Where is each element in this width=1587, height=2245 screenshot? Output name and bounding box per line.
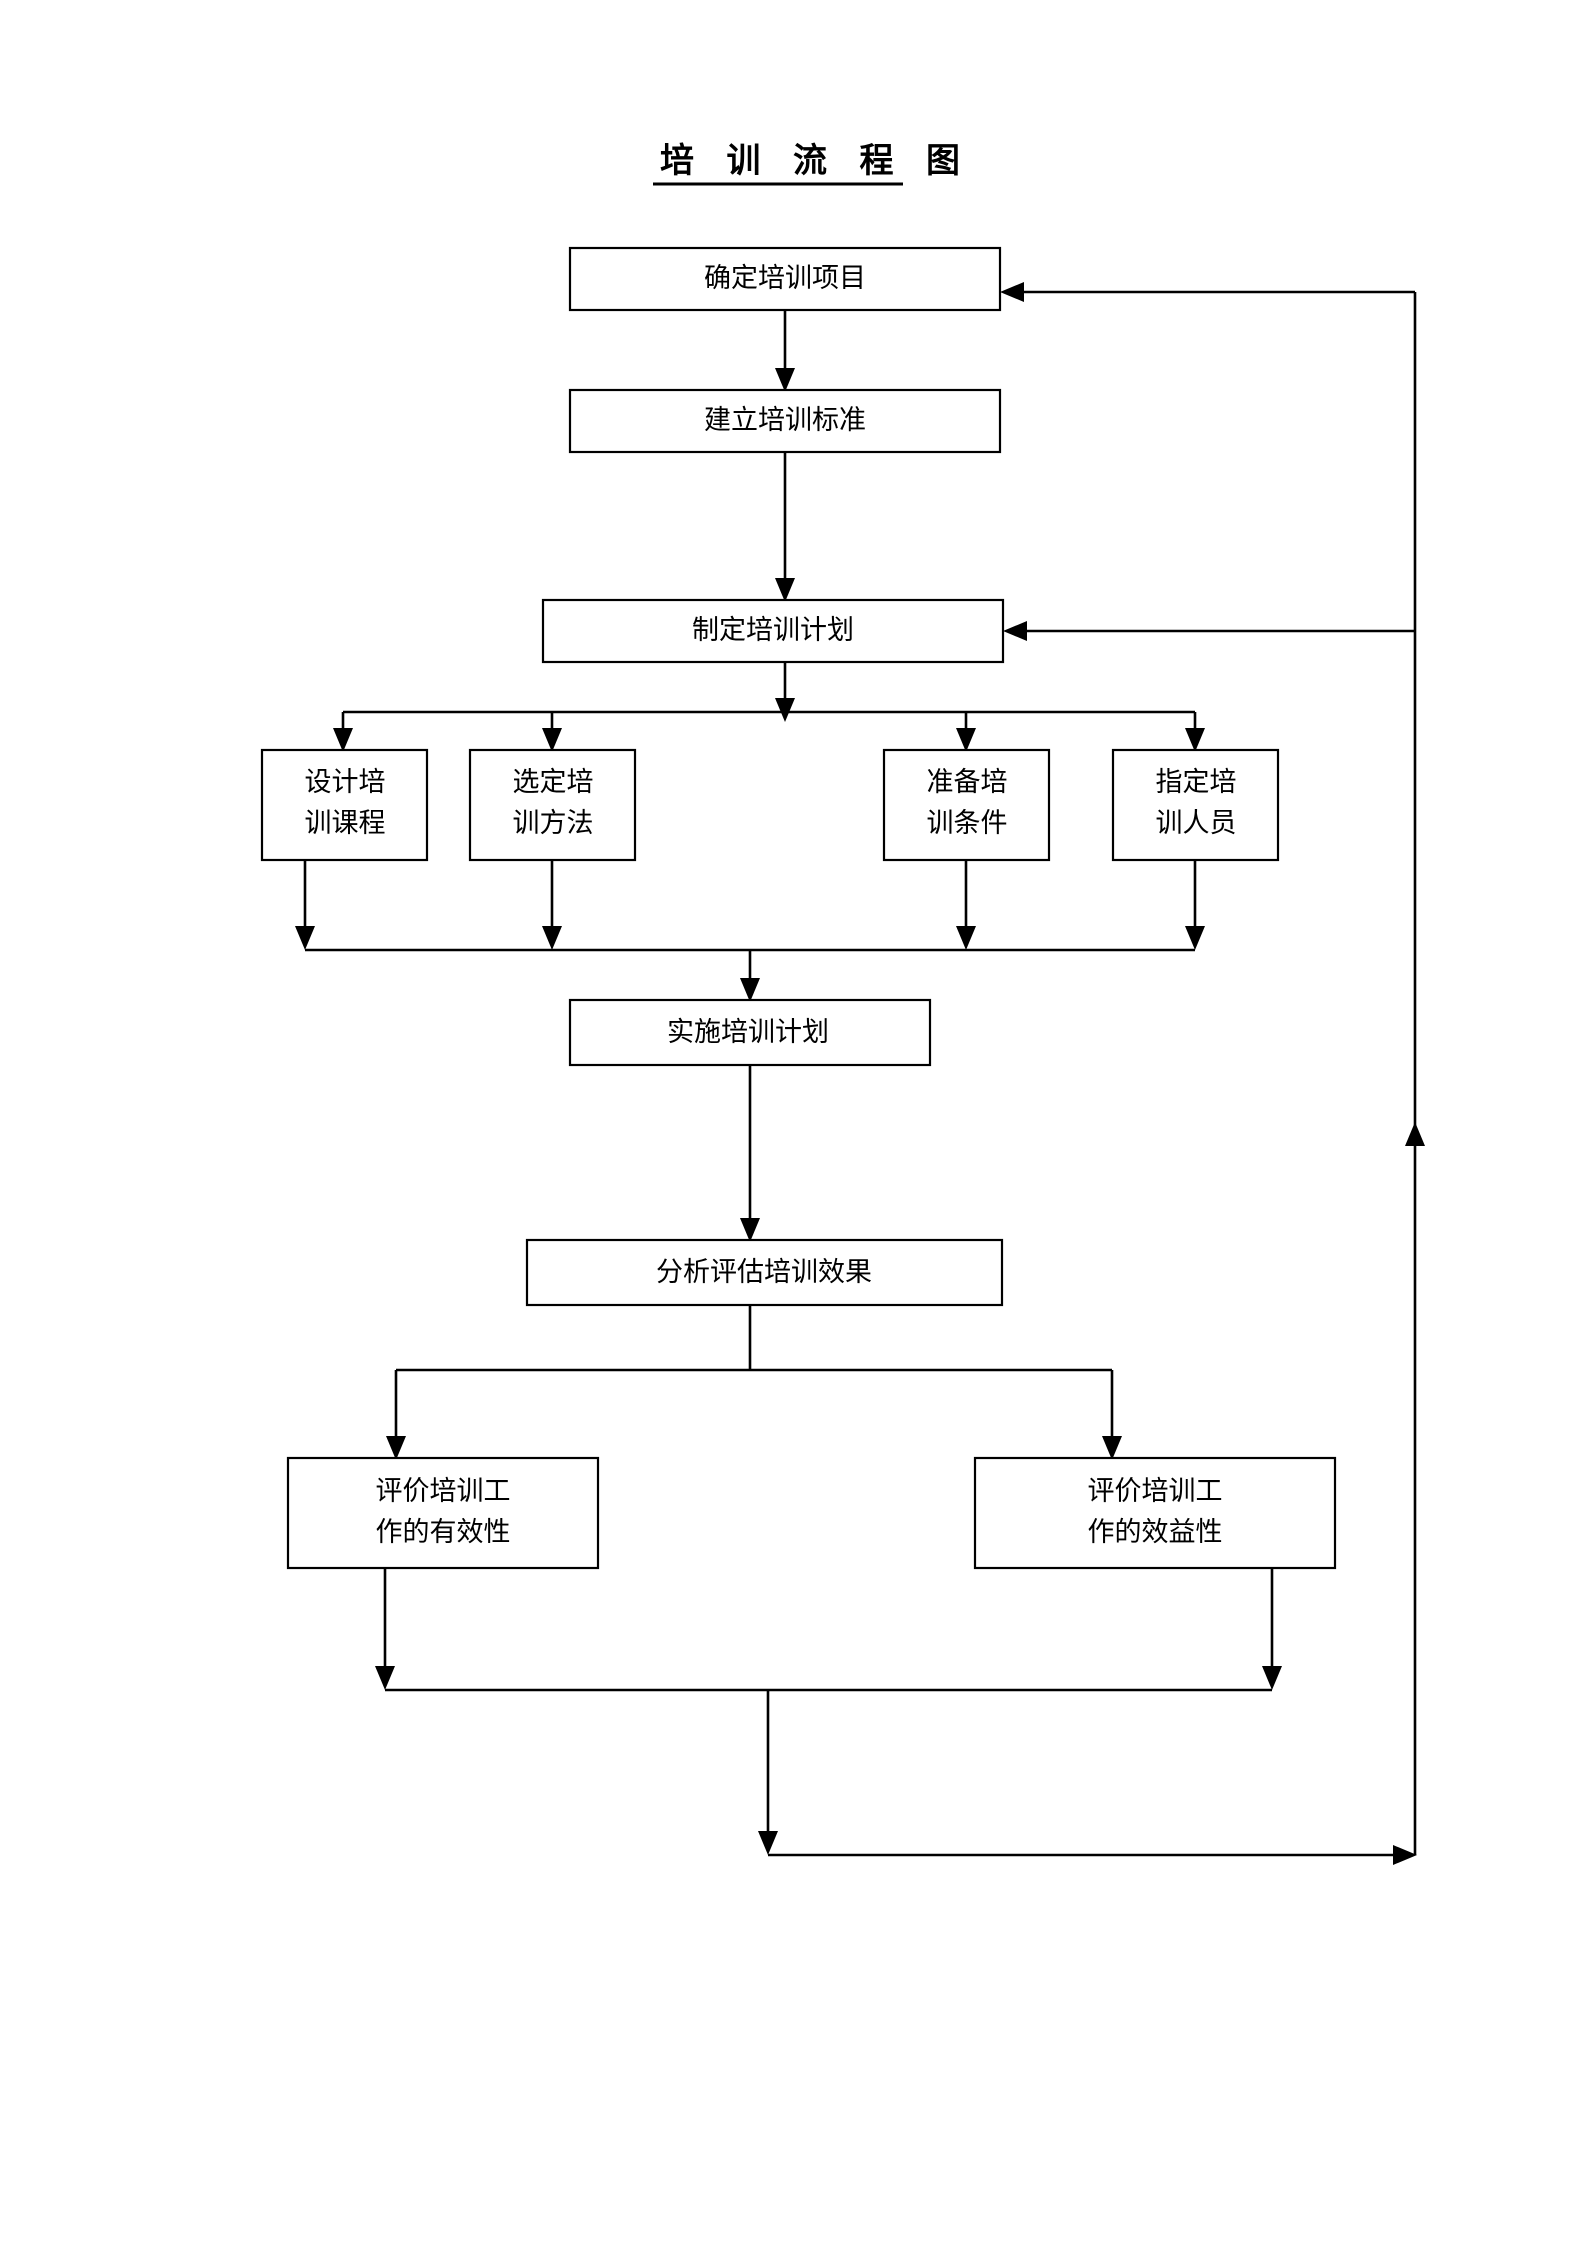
connector-layer <box>295 282 1425 1865</box>
edge-n4-down-arrow <box>295 926 315 950</box>
edge-bus-n6-arrow <box>956 728 976 752</box>
node-n8-box[interactable] <box>568 998 932 1067</box>
edge-n10-down-arrow <box>375 1666 395 1690</box>
node-n10-label-line2: 作的有效性 <box>376 1517 511 1547</box>
node-n1-box[interactable] <box>568 246 1002 312</box>
node-n10-box[interactable] <box>286 1456 600 1570</box>
node-n7-label-line1: 指定培 <box>1156 767 1237 797</box>
node-n8[interactable]: 实施培训计划 <box>568 998 932 1067</box>
bottom-return-arrow <box>1393 1845 1417 1865</box>
node-n5-label-line2: 训方法 <box>513 808 594 838</box>
node-n3-box[interactable] <box>541 598 1005 664</box>
edge-bus-n7-arrow <box>1185 728 1205 752</box>
edge-n3-bus-arrow <box>775 698 795 722</box>
feedback-to-n3-arrow <box>1003 621 1027 641</box>
edge-bus-n11-arrow <box>1102 1436 1122 1460</box>
node-n1-label: 确定培训项目 <box>704 263 866 293</box>
node-n8-label: 实施培训计划 <box>667 1017 829 1047</box>
edge-n11-down-arrow <box>1262 1666 1282 1690</box>
node-n2-label: 建立培训标准 <box>704 405 866 435</box>
node-n5[interactable]: 选定培 训方法 <box>468 748 637 862</box>
edge-n1-n2-arrow <box>775 368 795 392</box>
node-n11-box[interactable] <box>973 1456 1337 1570</box>
node-n6-label-line2: 训条件 <box>927 808 1008 838</box>
edge-bus-n5-arrow <box>542 728 562 752</box>
node-n11[interactable]: 评价培训工 作的效益性 <box>973 1456 1337 1570</box>
node-n5-label-line1: 选定培 <box>513 767 594 797</box>
node-n2-box[interactable] <box>568 388 1002 454</box>
node-n4-label-line2: 训课程 <box>305 808 386 838</box>
node-n6-box[interactable] <box>882 748 1051 862</box>
edge-n5-down-arrow <box>542 926 562 950</box>
feedback-bus-up-arrow <box>1405 1122 1425 1146</box>
edge-n2-n3-arrow <box>775 578 795 602</box>
edge-n8-n9-arrow <box>740 1218 760 1242</box>
node-n3-label: 制定培训计划 <box>692 615 854 645</box>
node-n7[interactable]: 指定培 训人员 <box>1111 748 1280 862</box>
node-n9[interactable]: 分析评估培训效果 <box>525 1238 1004 1307</box>
page-title-group: 培 训 流 程 图 <box>653 142 972 186</box>
node-n9-box[interactable] <box>525 1238 1004 1307</box>
node-n4-label-line1: 设计培 <box>305 767 386 797</box>
node-n7-box[interactable] <box>1111 748 1280 862</box>
edge-bus-n4-arrow <box>333 728 353 752</box>
node-n10[interactable]: 评价培训工 作的有效性 <box>286 1456 600 1570</box>
edge-n6-down-arrow <box>956 926 976 950</box>
node-n4[interactable]: 设计培 训课程 <box>260 748 429 862</box>
node-n6-label-line1: 准备培 <box>927 767 1008 797</box>
node-n2[interactable]: 建立培训标准 <box>568 388 1002 454</box>
feedback-to-n1-arrow <box>1000 282 1024 302</box>
node-n7-label-line2: 训人员 <box>1156 808 1237 838</box>
node-n4-box[interactable] <box>260 748 429 862</box>
page-title: 培 训 流 程 图 <box>660 142 972 180</box>
edge-n7-down-arrow <box>1185 926 1205 950</box>
edge-bus-n8-arrow <box>740 978 760 1002</box>
edge-bus-n10-arrow <box>386 1436 406 1460</box>
node-n11-label-line2: 作的效益性 <box>1088 1517 1223 1547</box>
node-n1[interactable]: 确定培训项目 <box>568 246 1002 312</box>
node-n3[interactable]: 制定培训计划 <box>541 598 1005 664</box>
node-n10-label-line1: 评价培训工 <box>376 1476 511 1506</box>
node-n6[interactable]: 准备培 训条件 <box>882 748 1051 862</box>
node-n11-label-line1: 评价培训工 <box>1088 1476 1223 1506</box>
node-n9-label: 分析评估培训效果 <box>656 1257 872 1287</box>
node-n5-box[interactable] <box>468 748 637 862</box>
edge-merge-bottom-arrow <box>758 1831 778 1855</box>
